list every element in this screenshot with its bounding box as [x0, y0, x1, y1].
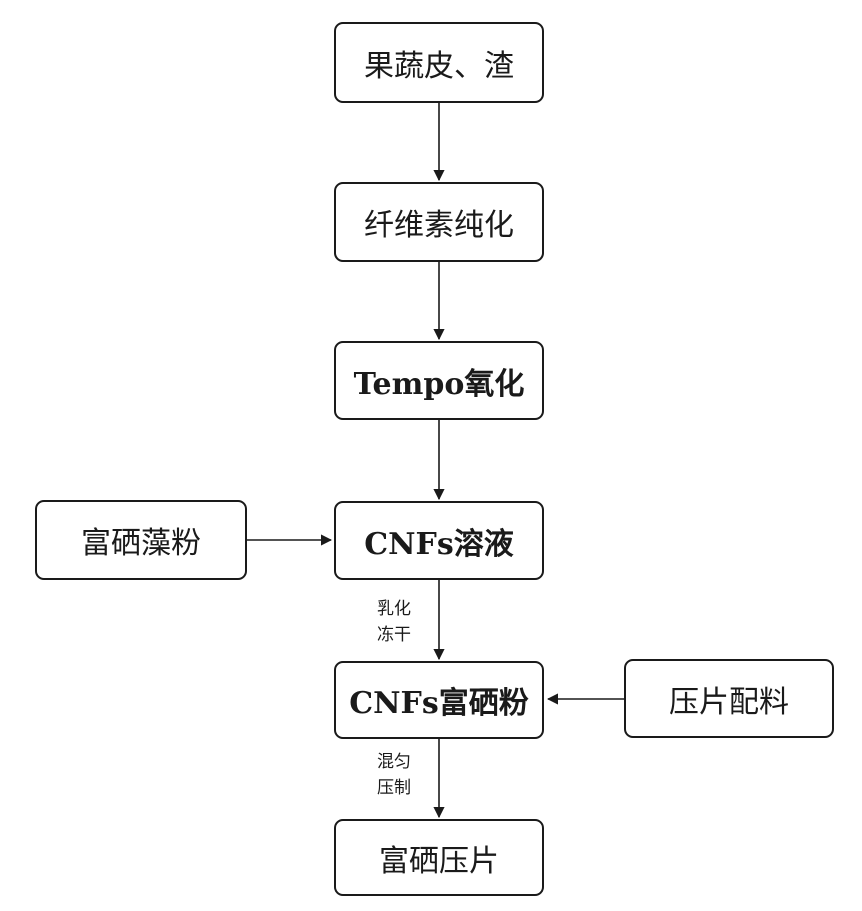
edge-label-line: 乳化 — [377, 596, 411, 622]
node-cnfs-solution: CNFs溶液 — [334, 501, 544, 580]
edge-label-line: 混匀 — [377, 749, 411, 775]
node-se-tablet: 富硒压片 — [334, 819, 544, 896]
node-fruit-veg-peel: 果蔬皮、渣 — [334, 22, 544, 103]
node-se-algae-powder: 富硒藻粉 — [35, 500, 247, 580]
node-tablet-ingredients: 压片配料 — [624, 659, 834, 738]
edge-label-mix-press: 混匀 压制 — [377, 749, 411, 801]
edge-label-emulsify-freeze-dry: 乳化 冻干 — [377, 596, 411, 648]
edge-label-line: 冻干 — [377, 622, 411, 648]
node-tempo-oxidation: Tempo氧化 — [334, 341, 544, 420]
node-cellulose-purification: 纤维素纯化 — [334, 182, 544, 262]
node-cnfs-se-powder: CNFs富硒粉 — [334, 661, 544, 739]
edge-label-line: 压制 — [377, 775, 411, 801]
